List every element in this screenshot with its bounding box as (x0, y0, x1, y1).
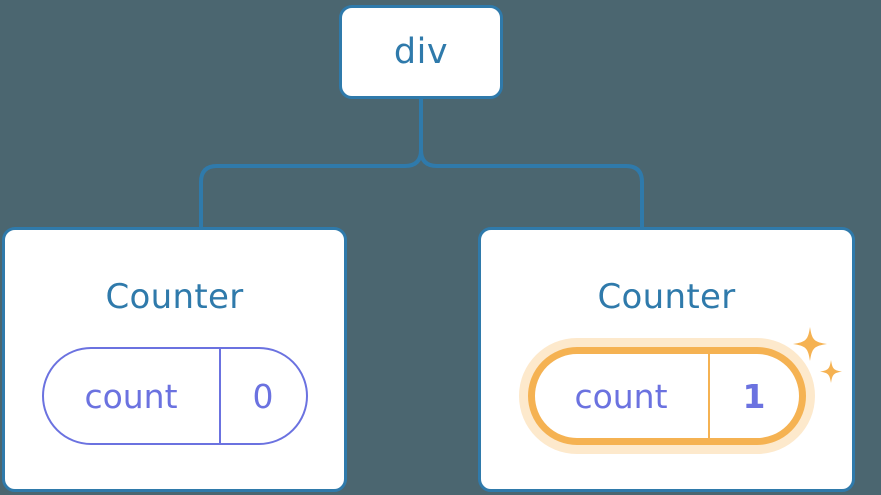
component-card-counter-left[interactable]: Counter count 0 (2, 227, 347, 492)
root-node-label: div (393, 31, 449, 72)
root-node-div[interactable]: div (339, 5, 503, 99)
state-key: count (84, 376, 178, 416)
component-title: Counter (105, 277, 244, 317)
state-pill-wrapper: count 0 (41, 347, 308, 445)
state-value: 1 (707, 354, 799, 438)
sparkle-icon (819, 360, 842, 383)
state-value: 0 (218, 349, 306, 443)
state-key: count (574, 376, 668, 416)
component-title: Counter (597, 277, 736, 317)
state-pill-wrapper: count 1 (527, 327, 842, 445)
state-pill[interactable]: count 0 (41, 347, 308, 445)
component-card-counter-right[interactable]: Counter count 1 (478, 227, 855, 492)
state-pill-highlighted[interactable]: count 1 (527, 347, 806, 445)
